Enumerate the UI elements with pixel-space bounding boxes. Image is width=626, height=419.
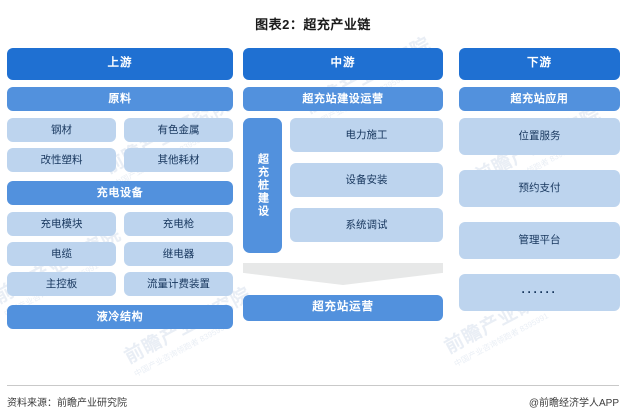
list-item[interactable]: 设备安装 <box>290 163 443 197</box>
upstream-header: 上游 <box>7 48 233 80</box>
list-item-more[interactable]: ······ <box>459 274 620 311</box>
list-item[interactable]: 系统调试 <box>290 208 443 242</box>
downstream-column: 下游 超充站应用 位置服务 预约支付 管理平台 ······ <box>459 48 620 311</box>
list-item[interactable]: 充电模块 <box>7 212 116 236</box>
midstream-operation-header: 超充站运营 <box>243 295 443 321</box>
list-item[interactable]: 管理平台 <box>459 222 620 259</box>
midstream-items: 电力施工 设备安装 系统调试 <box>290 118 443 253</box>
downstream-section-header: 超充站应用 <box>459 87 620 111</box>
list-item[interactable]: 其他耗材 <box>124 148 233 172</box>
list-item[interactable]: 预约支付 <box>459 170 620 207</box>
downstream-items: 位置服务 预约支付 管理平台 ······ <box>459 118 620 311</box>
page-title: 图表2：超充产业链 <box>255 17 371 32</box>
list-item[interactable]: 改性塑料 <box>7 148 116 172</box>
upstream-column: 上游 原料 钢材 有色金属 改性塑料 其他耗材 充电设备 充电模块 充电枪 电缆… <box>7 48 233 329</box>
list-item[interactable]: 继电器 <box>124 242 233 266</box>
midstream-section-header: 超充站建设运营 <box>243 87 443 111</box>
midstream-header: 中游 <box>243 48 443 80</box>
list-item[interactable]: 位置服务 <box>459 118 620 155</box>
list-item[interactable]: 电缆 <box>7 242 116 266</box>
list-item[interactable]: 电力施工 <box>290 118 443 152</box>
source-label: 资料来源：前瞻产业研究院 <box>7 398 127 409</box>
brand-label: @前瞻经济学人APP <box>528 398 619 409</box>
list-item[interactable]: 主控板 <box>7 272 116 296</box>
list-item[interactable]: 流量计费装置 <box>124 272 233 296</box>
list-item[interactable]: 钢材 <box>7 118 116 142</box>
midstream-column: 中游 超充站建设运营 超充桩建设 电力施工 设备安装 系统调试 超充站运营 <box>243 48 443 321</box>
midstream-build-group: 超充桩建设 电力施工 设备安装 系统调试 <box>243 118 443 253</box>
downstream-header: 下游 <box>459 48 620 80</box>
list-item[interactable]: 充电枪 <box>124 212 233 236</box>
upstream-raw-material-header: 原料 <box>7 87 233 111</box>
upstream-charging-equipment-header: 充电设备 <box>7 181 233 205</box>
list-item[interactable]: 有色金属 <box>124 118 233 142</box>
upstream-charging-equipment-items: 充电模块 充电枪 电缆 继电器 主控板 流量计费装置 <box>7 212 233 296</box>
footer-divider <box>7 385 619 386</box>
upstream-raw-material-items: 钢材 有色金属 改性塑料 其他耗材 <box>7 118 233 172</box>
midstream-vertical-label: 超充桩建设 <box>243 118 282 253</box>
flow-arrow-down-icon <box>243 263 443 285</box>
upstream-liquid-cooling-header: 液冷结构 <box>7 305 233 329</box>
